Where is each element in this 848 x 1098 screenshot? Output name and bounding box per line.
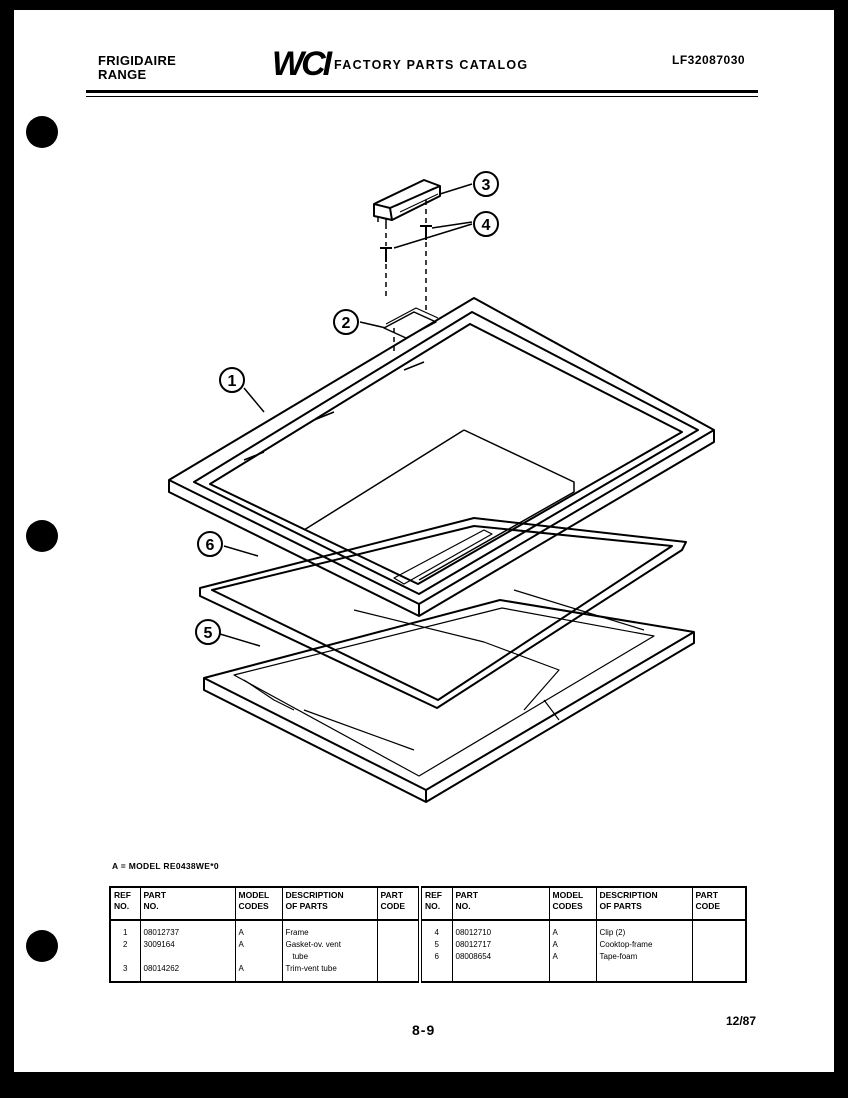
table-cell: [548, 963, 597, 982]
header-rule-thin: [86, 96, 758, 97]
table-cell: 2: [109, 939, 141, 951]
binder-hole: [26, 520, 58, 552]
callout-label: 3: [482, 177, 491, 194]
frame-part1: [168, 297, 715, 617]
callout-label: 2: [342, 315, 351, 332]
exploded-parts-diagram: 3 4 2 1 6 5: [168, 171, 715, 803]
table-cell: Frame: [281, 920, 378, 939]
table-cell: [376, 963, 421, 982]
table-cell: [376, 951, 421, 963]
table-row: 2 3009164 A Gasket-ov. vent 5 08012717 A…: [109, 939, 747, 951]
catalog-title: FACTORY PARTS CATALOG: [334, 58, 529, 72]
table-cell: A: [548, 939, 597, 951]
table-cell: [691, 939, 747, 951]
table-cell: 4: [418, 920, 453, 939]
table-cell: [451, 963, 550, 982]
callout-1: 1: [219, 367, 245, 393]
table-cell: [376, 939, 421, 951]
table-row: tube 6 08008654 A Tape-foam: [109, 951, 747, 963]
table-cell: [595, 963, 693, 982]
table-cell: [691, 951, 747, 963]
gasket-part2: [383, 307, 439, 339]
callout-2: 2: [333, 309, 359, 335]
table-cell: [376, 920, 421, 939]
table-cell: 08012710: [451, 920, 550, 939]
table-cell: 3009164: [139, 939, 236, 951]
model-code-note: A = MODEL RE0438WE*0: [112, 861, 219, 871]
table-cell: [691, 920, 747, 939]
callout-3: 3: [473, 171, 499, 197]
wci-logo: WCI: [272, 45, 332, 83]
table-cell: [139, 951, 236, 963]
brand-block: FRIGIDAIRE RANGE: [98, 54, 176, 82]
callout-label: 5: [204, 625, 213, 642]
document-number: LF32087030: [672, 53, 746, 67]
table-cell: [691, 963, 747, 982]
table-cell: Clip (2): [595, 920, 693, 939]
table-cell: [109, 951, 141, 963]
header-rule: [86, 90, 758, 93]
table-cell: Gasket-ov. vent: [281, 939, 378, 951]
table-cell: 6: [418, 951, 453, 963]
binder-hole: [26, 116, 58, 148]
page-number: 8-9: [412, 1022, 436, 1038]
table-cell: A: [548, 951, 597, 963]
publication-date: 12/87: [726, 1014, 757, 1028]
brand-name: FRIGIDAIRE: [98, 53, 177, 68]
callout-label: 1: [228, 373, 237, 390]
table-cell: 08012737: [139, 920, 236, 939]
table-cell: A: [234, 920, 283, 939]
product-type: RANGE: [98, 67, 147, 82]
binder-hole: [26, 930, 58, 962]
table-cell: Tape-foam: [595, 951, 693, 963]
table-cell: tube: [281, 951, 378, 963]
table-cell: 08014262: [139, 963, 236, 982]
table-row: 3 08014262 A Trim-vent tube: [109, 963, 747, 982]
table-cell: 3: [109, 963, 141, 982]
callout-6: 6: [197, 531, 223, 557]
callout-5: 5: [195, 619, 221, 645]
table-cell: 5: [418, 939, 453, 951]
table-cell: A: [548, 920, 597, 939]
table-cell: 1: [109, 920, 141, 939]
trim-vent-tube-part3: [373, 179, 441, 224]
table-row: 1 08012737 A Frame 4 08012710 A Clip (2): [109, 920, 747, 939]
table-cell: A: [234, 963, 283, 982]
table-cell: 08012717: [451, 939, 550, 951]
callout-4: 4: [473, 211, 499, 237]
table-cell: Trim-vent tube: [281, 963, 378, 982]
cooktop-frame-part5: [203, 589, 695, 803]
tape-foam-part6: [199, 517, 687, 709]
table-cell: [418, 963, 453, 982]
table-cell: Cooktop-frame: [595, 939, 693, 951]
callout-label: 6: [206, 537, 215, 554]
callout-label: 4: [482, 217, 491, 234]
table-cell: A: [234, 939, 283, 951]
table-cell: [234, 951, 283, 963]
leader-lines: [219, 183, 473, 647]
table-cell: 08008654: [451, 951, 550, 963]
catalog-page: FRIGIDAIRE RANGE WCI FACTORY PARTS CATAL…: [14, 10, 834, 1072]
